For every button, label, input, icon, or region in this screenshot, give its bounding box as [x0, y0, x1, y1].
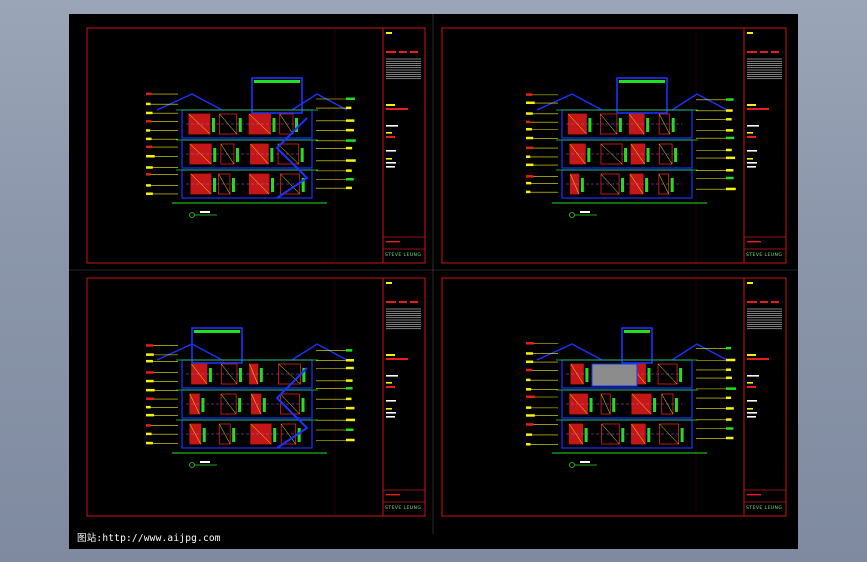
designer-name: STEVE LEUNG	[746, 505, 782, 511]
designer-name: STEVE LEUNG	[385, 505, 421, 511]
drawing-sheet-4: STEVE LEUNG	[441, 277, 787, 517]
building-section-drawing	[526, 327, 736, 468]
designer-name: STEVE LEUNG	[385, 252, 421, 258]
building-section-drawing	[526, 77, 736, 218]
drawing-sheets: STEVE LEUNG STEVE LEUNG STEVE LEUNG STEVE L…	[69, 14, 798, 534]
sheet-frame	[441, 27, 787, 264]
title-block: STEVE LEUNG	[744, 32, 786, 258]
building-section-drawing	[146, 327, 355, 468]
drawing-sheet-3: STEVE LEUNG	[86, 277, 426, 517]
cad-drawing-canvas[interactable]: STEVE LEUNG STEVE LEUNG STEVE LEUNG STEVE L…	[69, 14, 798, 549]
title-block: STEVE LEUNG	[744, 282, 786, 511]
title-block: STEVE LEUNG	[383, 32, 425, 258]
building-section-drawing	[146, 77, 356, 218]
drawing-sheet-2: STEVE LEUNG	[441, 27, 787, 264]
title-block: STEVE LEUNG	[383, 282, 425, 511]
watermark-text: 图站:http://www.aijpg.com	[77, 533, 221, 544]
designer-name: STEVE LEUNG	[746, 252, 782, 258]
drawing-sheet-1: STEVE LEUNG	[86, 27, 426, 264]
sheet-frame	[441, 277, 787, 517]
sheet-frame	[86, 27, 426, 264]
sheet-frame	[86, 277, 426, 517]
